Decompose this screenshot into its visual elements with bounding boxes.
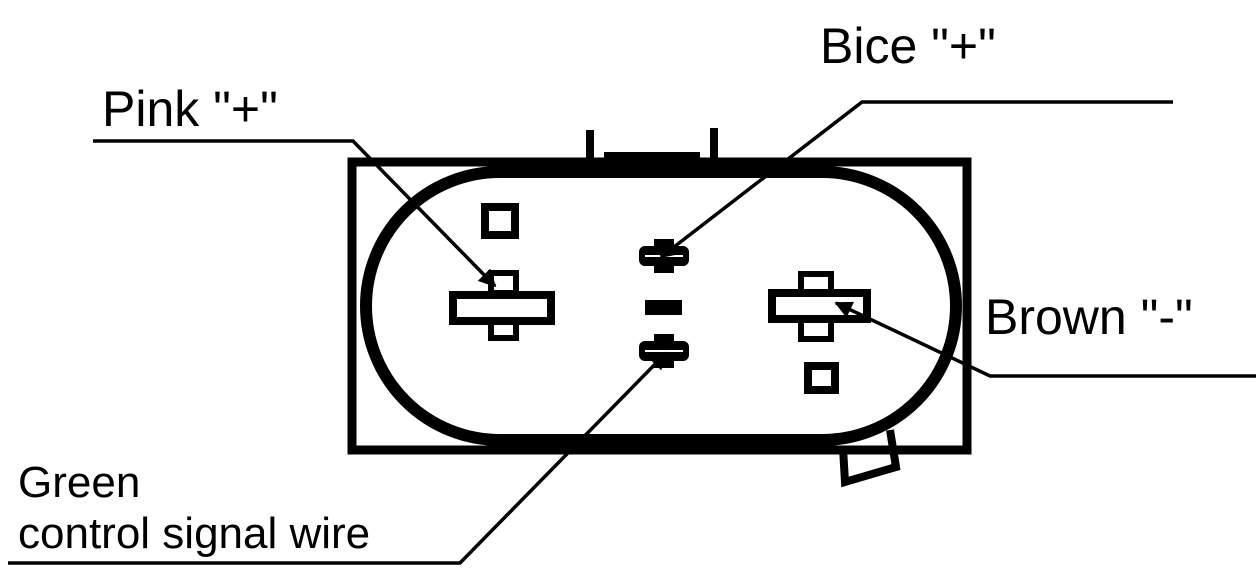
- terminal-brown-blade: [768, 289, 871, 323]
- pin-square-bottom-right: [804, 362, 839, 394]
- terminal-pink: [449, 270, 555, 341]
- label-pink: Pink "+": [102, 81, 278, 137]
- terminal-brown: [768, 271, 871, 342]
- leader-green: [8, 351, 668, 565]
- terminals: [449, 203, 871, 394]
- connector-housing: [347, 128, 972, 488]
- pin-square-top-left: [481, 203, 519, 239]
- label-bice: Bice "+": [820, 18, 996, 74]
- center-pin-mark: [645, 300, 682, 315]
- terminal-green: [639, 334, 689, 368]
- housing-oval: [360, 166, 962, 446]
- bottom-tab: [839, 429, 901, 488]
- label-green-line2: control signal wire: [18, 509, 370, 558]
- leader-lines: [8, 100, 1256, 565]
- label-green-line1: Green: [18, 458, 140, 507]
- latch-top-plate: [604, 152, 700, 164]
- terminal-pink-stub-top: [488, 270, 519, 296]
- leader-bice: [659, 100, 1173, 259]
- terminal-pink-blade: [449, 291, 555, 325]
- label-brown: Brown "-": [985, 289, 1193, 345]
- leader-brown: [834, 301, 1256, 378]
- leader-pink: [93, 139, 497, 288]
